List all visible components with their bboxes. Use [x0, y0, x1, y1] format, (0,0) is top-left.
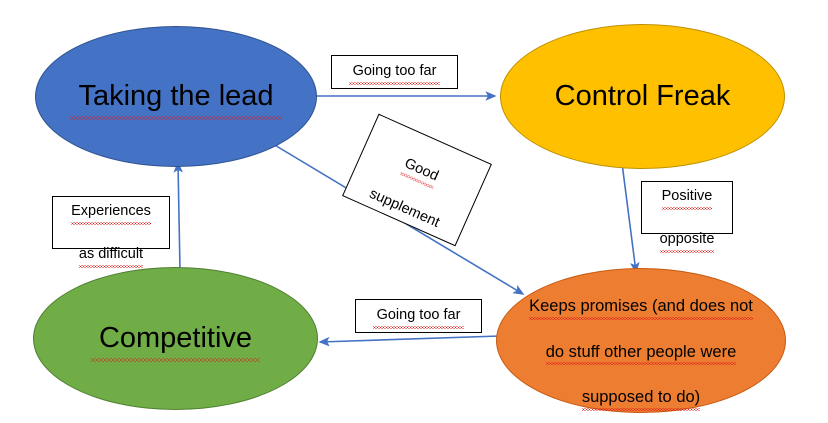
connector-keeps-promises-to-competitive [318, 335, 501, 347]
edge-label-positive-opposite-line-2: opposite [659, 229, 714, 253]
node-keeps-promises-line-2: do stuff other people were [545, 341, 736, 366]
node-keeps-promises-label: Keeps promises (and does not do stuff ot… [521, 272, 761, 411]
node-taking-the-lead[interactable]: Taking the lead [35, 26, 317, 167]
edge-label-experiences-as-difficult-text: Experiences as difficult [67, 179, 155, 268]
edge-label-going-too-far-top[interactable]: Going too far [331, 55, 458, 89]
edge-label-good-supplement-line-2: supplement [366, 185, 442, 231]
connector-control-freak-to-keeps-promises [621, 162, 640, 274]
edge-label-going-too-far-top-text: Going too far [348, 61, 441, 85]
node-keeps-promises-line-1: Keeps promises (and does not [529, 295, 753, 320]
edge-label-good-supplement-line-1: Good [401, 154, 442, 188]
edge-label-experiences-as-difficult[interactable]: Experiences as difficult [52, 196, 170, 268]
node-competitive[interactable]: Competitive [33, 267, 318, 410]
edge-label-positive-opposite[interactable]: Positive opposite [641, 181, 733, 253]
edge-label-positive-opposite-text: Positive opposite [656, 164, 719, 253]
edge-label-going-too-far-bottom-text: Going too far [372, 305, 465, 329]
node-keeps-promises-line-3: supposed to do) [581, 386, 701, 411]
node-keeps-promises[interactable]: Keeps promises (and does not do stuff ot… [496, 268, 786, 413]
edge-label-experiences-line-1: Experiences [71, 201, 151, 225]
edge-label-good-supplement-text: Good supplement [362, 125, 472, 236]
node-taking-the-lead-label: Taking the lead [70, 76, 282, 120]
edge-label-going-too-far-bottom[interactable]: Going too far [355, 299, 482, 333]
connector-competitive-to-lead [173, 161, 183, 271]
node-control-freak[interactable]: Control Freak [500, 24, 785, 169]
node-competitive-label: Competitive [90, 318, 261, 362]
edge-label-positive-opposite-line-1: Positive [661, 186, 712, 210]
edge-label-experiences-line-2: as difficult [78, 244, 144, 268]
node-control-freak-label: Control Freak [554, 80, 731, 113]
edge-label-good-supplement[interactable]: Good supplement [342, 113, 492, 247]
